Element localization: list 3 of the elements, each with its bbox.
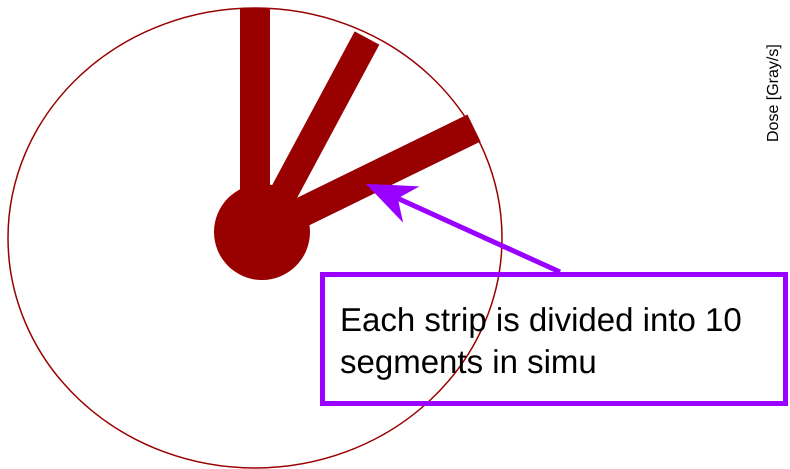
- axis-label: Dose [Gray/s]: [765, 44, 783, 142]
- arrow: [366, 184, 562, 274]
- callout-box: [320, 272, 788, 406]
